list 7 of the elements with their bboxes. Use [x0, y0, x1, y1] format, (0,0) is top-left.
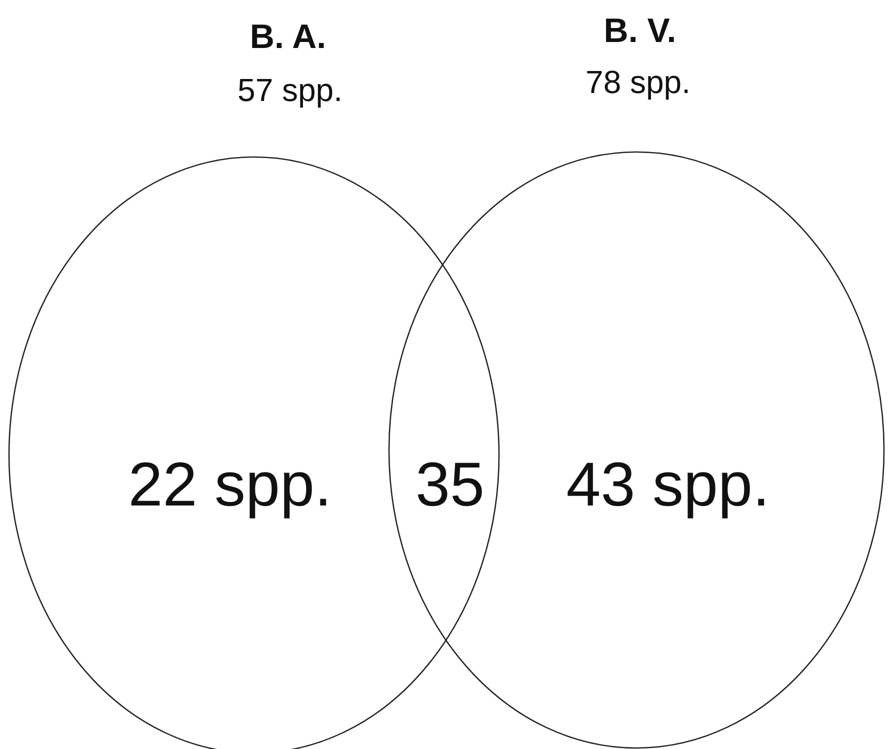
- set-name: B. V.: [604, 12, 676, 51]
- set-total: 78 spp.: [586, 64, 690, 101]
- unique-count: 43 spp.: [566, 450, 770, 520]
- unique-count: 22 spp.: [128, 450, 332, 520]
- set-name: B. A.: [250, 18, 326, 57]
- set-total: 57 spp.: [238, 72, 342, 109]
- shared-count: 35: [416, 450, 484, 520]
